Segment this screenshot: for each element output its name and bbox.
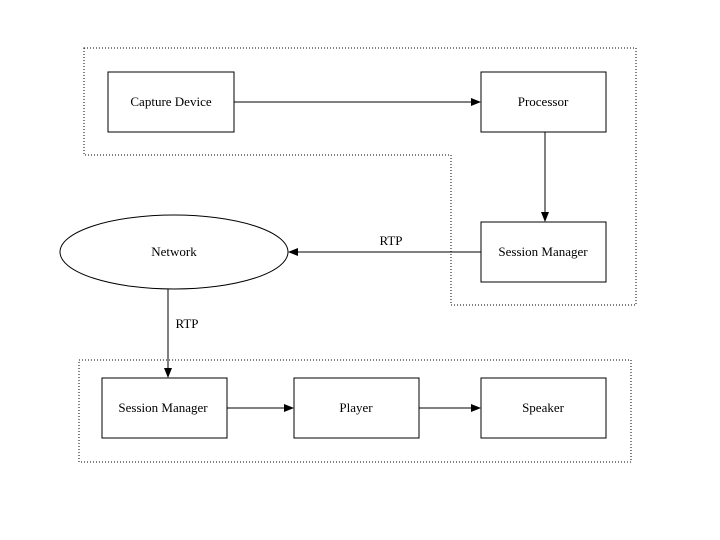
capture-device-label: Capture Device [130,94,212,109]
sender-group-outline [83,47,637,306]
speaker-box [480,377,607,439]
sender-session-manager-label: Session Manager [498,244,588,259]
rtp-label-lower: RTP [175,316,199,331]
receiver-group-outline [78,359,632,463]
rtp-label-upper: RTP [379,233,403,248]
player-box [293,377,420,439]
processor-label: Processor [517,94,569,109]
receiver-session-manager-box [101,377,228,439]
processor-box [480,71,607,133]
network-label: Network [151,244,197,259]
player-label: Player [339,400,373,415]
receiver-session-manager-label: Session Manager [118,400,208,415]
speaker-label: Speaker [522,400,564,415]
capture-device-box [107,71,235,133]
